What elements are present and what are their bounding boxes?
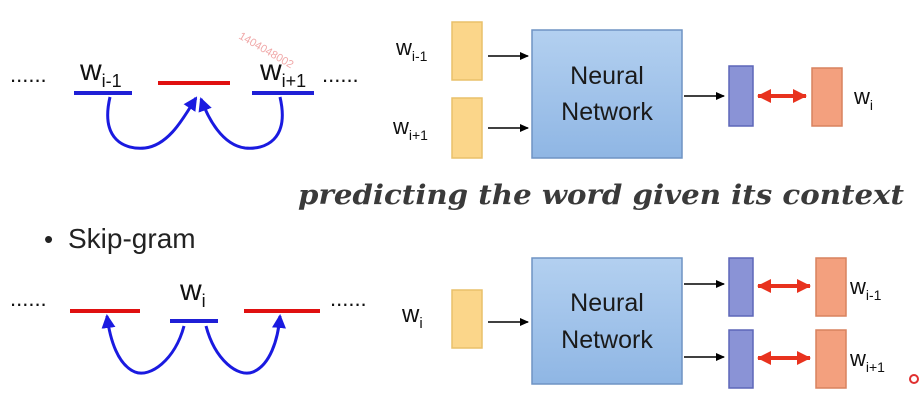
cbow-section: ...... wi-1 wi+1 ...... wi-1 wi+1 Neural… xyxy=(10,21,873,159)
skipgram-title: Skip-gram xyxy=(68,223,196,254)
skipgram-output-vector-top xyxy=(728,257,754,317)
skipgram-neural-network-box xyxy=(531,257,683,385)
cbow-word-prev: wi-1 xyxy=(79,54,122,91)
skipgram-arrow-left-curve xyxy=(101,314,186,375)
caption: predicting the word given its context xyxy=(298,180,905,211)
skipgram-nn-label-line1: Neural xyxy=(570,289,644,317)
cbow-neural-network-box xyxy=(531,29,683,159)
cbow-arrow-left-curve xyxy=(106,96,198,150)
skipgram-dots-left: ...... xyxy=(10,286,47,311)
cbow-dots-left: ...... xyxy=(10,62,47,87)
skipgram-target-onehot-bottom xyxy=(815,329,847,389)
skipgram-input-word-label: wi xyxy=(401,301,423,332)
skipgram-output-prev-label: wi-1 xyxy=(849,274,882,303)
cbow-input-next-label: wi+1 xyxy=(392,114,428,143)
skipgram-bullet: • xyxy=(44,224,53,254)
skipgram-section: • Skip-gram ...... wi ...... wi Neural N… xyxy=(10,223,885,389)
cbow-nn-label-line1: Neural xyxy=(570,62,644,90)
skipgram-output-vector-bottom xyxy=(728,329,754,389)
skipgram-output-next-label: wi+1 xyxy=(849,346,885,375)
skipgram-input-vector xyxy=(451,289,483,349)
cbow-nn-label-line2: Network xyxy=(561,98,653,126)
skipgram-center-word: wi xyxy=(179,274,206,311)
cursor-marker-icon xyxy=(909,374,919,384)
skipgram-dots-right: ...... xyxy=(330,286,367,311)
cbow-arrow-right-curve xyxy=(198,96,284,150)
skipgram-target-onehot-top xyxy=(815,257,847,317)
cbow-input-next-vector xyxy=(451,97,483,159)
cbow-output-vector xyxy=(728,65,754,127)
cbow-target-onehot xyxy=(811,67,843,127)
skipgram-arrow-right-curve xyxy=(204,314,286,375)
cbow-input-prev-label: wi-1 xyxy=(395,35,428,64)
cbow-dots-right: ...... xyxy=(322,62,359,87)
cbow-output-word-label: wi xyxy=(853,84,873,113)
skipgram-nn-label-line2: Network xyxy=(561,326,653,354)
cbow-input-prev-vector xyxy=(451,21,483,81)
cbow-word-next: wi+1 xyxy=(259,54,306,91)
